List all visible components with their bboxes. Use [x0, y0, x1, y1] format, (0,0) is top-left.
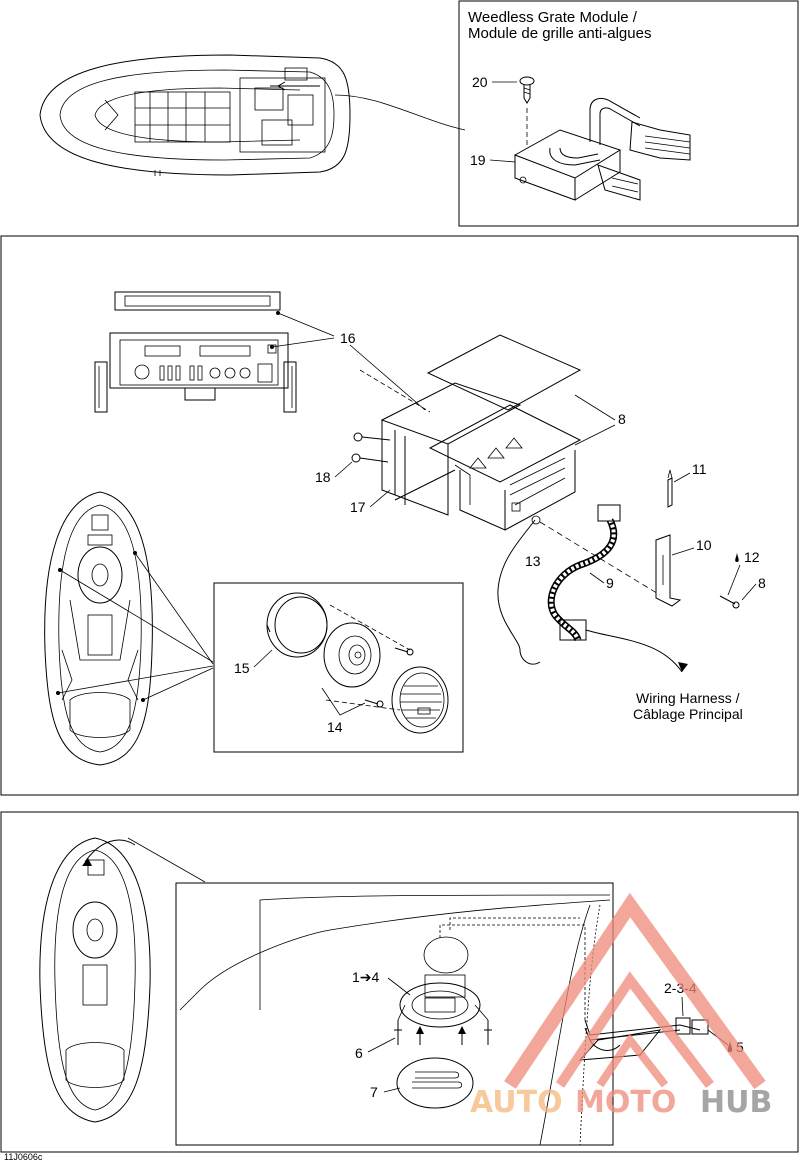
gauge-assembly — [394, 936, 492, 1109]
weedless-title-en: Weedless Grate Module / — [468, 9, 638, 26]
label-8-right: 8 — [758, 575, 766, 591]
audio-section: 16 — [0, 235, 799, 796]
figure-code: 11J0606c — [4, 1152, 43, 1162]
watermark-moto: MOTO — [575, 1085, 676, 1120]
label-13: 13 — [525, 553, 541, 569]
drop-icon-12 — [735, 552, 739, 562]
label-8-top: 8 — [618, 411, 626, 427]
deck-view — [44, 491, 214, 766]
weedless-module-frame — [458, 0, 799, 227]
watermark-auto: AUTO — [470, 1085, 563, 1120]
label-6: 6 — [355, 1045, 363, 1061]
label-17: 17 — [350, 499, 366, 515]
stereo-exploded — [351, 334, 661, 596]
label-7: 7 — [370, 1084, 378, 1100]
label-19: 19 — [470, 152, 486, 168]
top-section: Weedless Grate Module / Module de grille… — [39, 0, 799, 227]
harness-label-en: Wiring Harness / — [636, 690, 740, 706]
audio-frame — [0, 235, 799, 796]
label-11: 11 — [692, 461, 707, 477]
antenna-cable-13 — [497, 515, 541, 665]
bottom-frame — [0, 811, 799, 1153]
watermark-logo: AUTO MOTO HUB — [470, 892, 772, 1120]
label-12: 12 — [744, 549, 760, 565]
watermark-hub: HUB — [700, 1085, 772, 1120]
screw-20 — [519, 76, 535, 148]
speaker-grille — [391, 666, 449, 734]
bottom-section: 1➔4 6 7 2-3-4 5 — [0, 811, 799, 1153]
label-20: 20 — [472, 74, 488, 90]
label-15: 15 — [234, 660, 250, 676]
deck-view-2 — [39, 837, 206, 1123]
stereo-front-view — [94, 291, 335, 413]
speaker-ring-15 — [266, 592, 328, 658]
speaker-14 — [323, 622, 381, 688]
label-1-4: 1➔4 — [352, 969, 380, 985]
label-18: 18 — [315, 469, 331, 485]
boat-top-view — [39, 54, 466, 176]
weedless-module-panel: Weedless Grate Module / Module de grille… — [458, 0, 799, 227]
screws-18 — [351, 432, 391, 463]
speaker-detail-panel — [213, 582, 464, 753]
label-9: 9 — [606, 575, 614, 591]
weedless-module-19 — [513, 97, 691, 201]
label-16: 16 — [340, 330, 356, 346]
weedless-title-fr: Module de grille anti-algues — [468, 25, 651, 42]
harness-label-fr: Câblage Principal — [633, 706, 743, 722]
label-14: 14 — [327, 719, 343, 735]
label-10: 10 — [696, 537, 712, 553]
bracket-10 — [655, 469, 740, 609]
wiring-harness-9 — [547, 504, 688, 673]
